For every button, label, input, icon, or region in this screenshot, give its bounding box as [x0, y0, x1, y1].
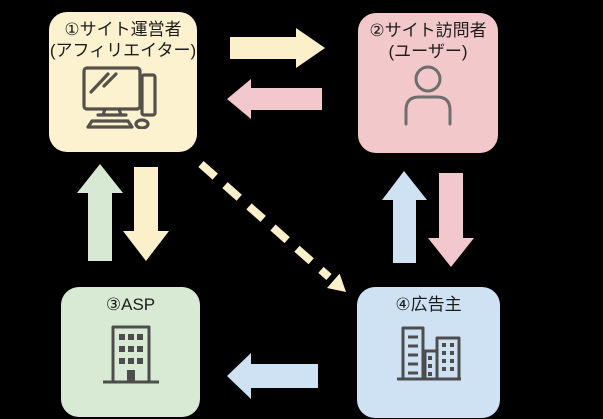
node-advertiser-label: ④広告主: [395, 287, 461, 315]
node-site-operator: ①サイト運営者 (アフィリエイター): [49, 12, 197, 152]
city-buildings-icon: [396, 326, 461, 381]
node-site-visitor-label-line1: ②サイト訪問者: [369, 21, 487, 40]
node-site-visitor-label: ②サイト訪問者 (ユーザー): [369, 13, 486, 62]
node-advertiser: ④広告主: [357, 287, 500, 418]
arrow-asp-to-operator: [77, 164, 123, 261]
node-site-operator-label-line1: ①サイト運営者: [64, 20, 182, 39]
desktop-computer-icon: [82, 66, 157, 129]
node-asp-label: ③ASP: [106, 287, 155, 315]
arrow-operator-to-advertiser-dashed: [198, 161, 346, 292]
node-asp: ③ASP: [61, 287, 200, 417]
node-advertiser-label-line1: ④広告主: [395, 295, 462, 314]
office-building-icon: [102, 325, 159, 384]
node-site-operator-label: ①サイト運営者 (アフィリエイター): [50, 12, 196, 61]
dashed-arrow-head: [327, 273, 346, 292]
node-site-visitor: ②サイト訪問者 (ユーザー): [358, 13, 498, 153]
arrow-operator-to-visitor: [230, 28, 325, 68]
arrow-advertiser-to-visitor: [382, 171, 427, 263]
node-site-visitor-label-line2: (ユーザー): [388, 42, 468, 61]
node-asp-label-line1: ③ASP: [105, 295, 156, 314]
dashed-arrow-line: [198, 161, 332, 280]
arrow-visitor-to-operator: [227, 79, 322, 119]
person-icon: [404, 65, 452, 126]
node-site-operator-label-line2: (アフィリエイター): [49, 41, 197, 60]
arrow-operator-to-asp: [123, 167, 169, 261]
arrow-visitor-to-advertiser: [428, 173, 474, 267]
arrow-advertiser-to-asp: [227, 353, 318, 399]
